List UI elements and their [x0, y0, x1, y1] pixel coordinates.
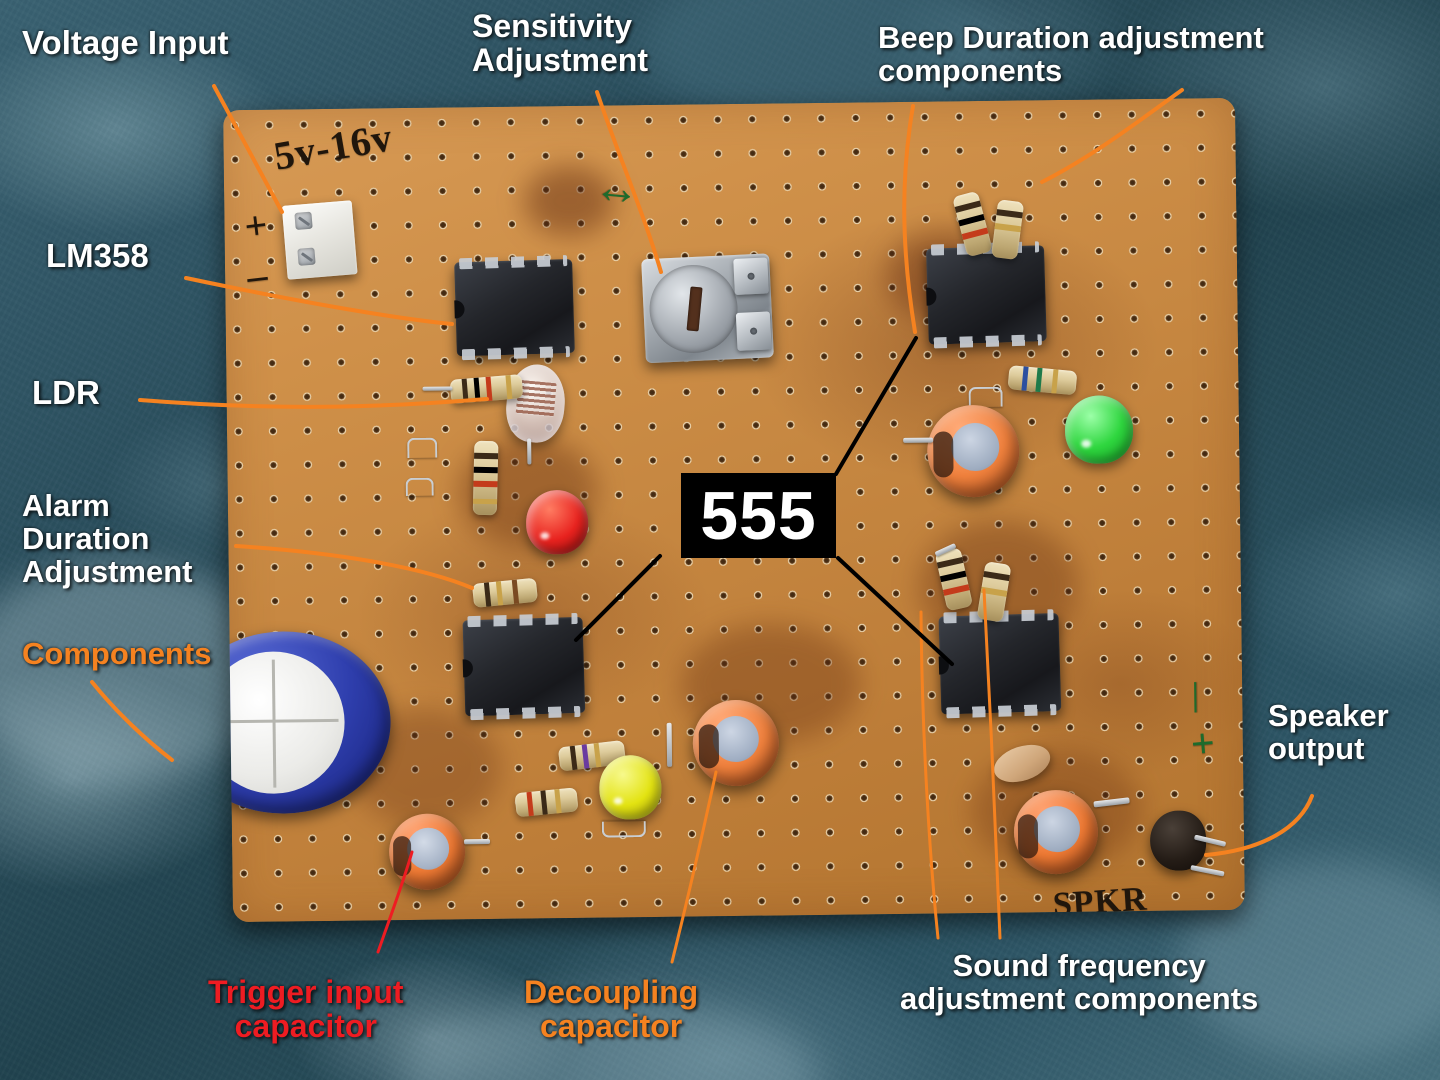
resistor-band [581, 744, 590, 769]
ic-lm358 [454, 258, 575, 357]
resistor-band [954, 200, 982, 213]
resistor-band [958, 213, 985, 227]
cap-polarity-stripe [933, 431, 954, 478]
component-lead [464, 839, 491, 845]
annotation-speaker-output: Speaker output [1268, 698, 1389, 766]
led-yellow [598, 754, 662, 820]
cap-top [712, 715, 760, 763]
annotation-alarm-duration-adjustment: Alarm Duration Adjustment [22, 488, 193, 589]
ic-notch [926, 287, 937, 306]
resistor-vertical [472, 440, 499, 516]
resistor-band [939, 570, 967, 583]
cap-polarity-stripe [1017, 814, 1039, 859]
led-highlight [613, 797, 623, 805]
led-highlight [540, 532, 550, 540]
resistor-band [483, 582, 492, 607]
ic-555-beep-duration [925, 245, 1047, 345]
terminal-screw [294, 211, 313, 230]
resistor-band [485, 376, 493, 401]
led-red [525, 489, 589, 555]
resistor-band [593, 742, 602, 768]
trimpot-terminal [735, 311, 772, 351]
ic-notch [462, 659, 474, 678]
power-screw-terminal [281, 200, 358, 280]
component-lead [422, 386, 453, 391]
component-lead [527, 438, 532, 465]
annotation-ldr: LDR [32, 374, 100, 411]
jumper-wire [405, 477, 434, 497]
resistor-band [540, 790, 548, 815]
annotation-sound-frequency: Sound frequency adjustment components [900, 948, 1259, 1016]
cap-top [950, 422, 1000, 472]
resistor-band [473, 480, 498, 488]
resistor-band [1051, 369, 1059, 394]
annotation-voltage-input: Voltage Input [22, 24, 229, 61]
cap-top [406, 827, 450, 871]
resistor-band [569, 745, 578, 771]
annotation-sensitivity-adjustment: Sensitivity Adjustment [472, 8, 648, 78]
resistor-band [961, 227, 989, 240]
resistor-band [994, 223, 1022, 233]
board-green-mark-top: ↕ [593, 182, 647, 210]
trimpot-sensitivity[interactable] [641, 253, 774, 364]
resistor-band [461, 378, 469, 403]
jumper-wire [968, 386, 1003, 408]
annotation-alarm-duration-components: Components [22, 636, 212, 671]
resistor-band [526, 791, 534, 817]
jumper-wire [601, 821, 646, 838]
ic-notch [938, 656, 950, 675]
resistor-band [495, 581, 504, 606]
resistor-band [505, 375, 513, 400]
board-green-mark-right: + [1189, 720, 1217, 769]
resistor-band [473, 498, 498, 505]
led-highlight [1081, 439, 1092, 448]
resistor-band [473, 466, 498, 474]
annotation-lm358: LM358 [46, 237, 149, 274]
annotation-decoupling-capacitor: Decoupling capacitor [524, 974, 699, 1044]
trimpot-terminal [733, 257, 769, 296]
ic-notch [454, 300, 465, 319]
resistor-band [554, 788, 562, 814]
component-lead [666, 722, 673, 767]
led-green [1064, 395, 1134, 464]
resistor-band [474, 452, 499, 460]
annotation-trigger-input-capacitor: Trigger input capacitor [208, 974, 404, 1044]
cap-top [1033, 805, 1081, 853]
resistor-band [936, 556, 964, 569]
resistor-band [1021, 366, 1029, 391]
resistor-band [473, 377, 481, 402]
ic-555-badge: 555 [681, 473, 836, 558]
cap-polarity-stripe [392, 835, 412, 877]
resistor-band [511, 579, 520, 604]
resistor-band [942, 584, 970, 596]
resistor-band [983, 570, 1010, 582]
resistor-band [1035, 367, 1043, 393]
resistor-band [980, 586, 1008, 597]
cap-polarity-stripe [698, 724, 720, 769]
ic-555-alarm-duration [462, 616, 586, 717]
resistor-band [996, 209, 1023, 219]
annotation-beep-duration: Beep Duration adjustment components [878, 20, 1264, 88]
jumper-wire [407, 437, 438, 458]
terminal-screw [297, 247, 316, 266]
board-green-mark-right-2: — [1176, 682, 1210, 713]
ic-555-sound-frequency [938, 613, 1062, 715]
component-lead [903, 437, 934, 443]
